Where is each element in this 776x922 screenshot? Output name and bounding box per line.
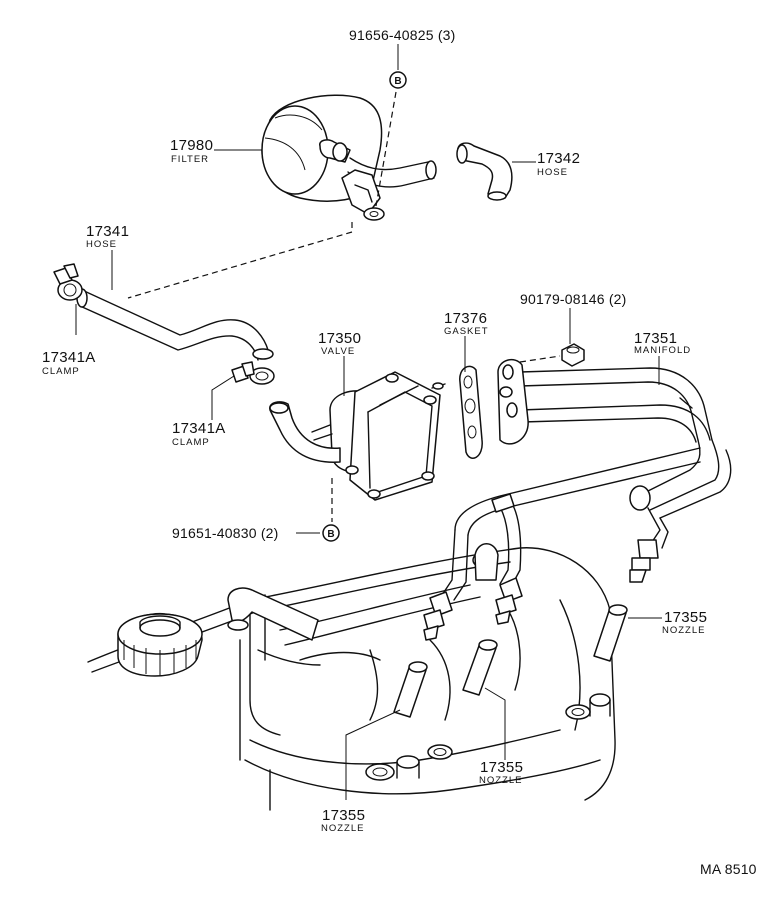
label-gasket-number: 17376 (444, 310, 487, 327)
hose-17342 (456, 142, 513, 201)
label-filter-name: FILTER (171, 154, 209, 165)
label-hose1-number: 17341 (86, 223, 129, 240)
label-gasket-name: GASKET (444, 326, 489, 337)
label-bolt-bottom: 91651-40830 (2) (172, 525, 279, 541)
leader-lines (75, 44, 662, 800)
clamp-right (231, 361, 275, 385)
label-manifold-number: 17351 (634, 330, 677, 347)
marker-b-top: B (394, 76, 401, 87)
label-bolt-top: 91656-40825 (3) (349, 27, 456, 43)
manifold (423, 358, 732, 641)
nut (519, 343, 585, 367)
nozzle-mid (462, 639, 498, 696)
diagram-id: MA 8510 (700, 861, 757, 877)
bolt-marker-top: B (389, 71, 407, 89)
marker-b-bottom: B (327, 529, 334, 540)
label-nozzle-right-number: 17355 (664, 609, 707, 626)
label-valve-number: 17350 (318, 330, 361, 347)
label-filter-number: 17980 (170, 137, 213, 154)
hose-dashed-link (127, 222, 353, 299)
label-nozzle-mid-number: 17355 (480, 759, 523, 776)
label-clamp2-name: CLAMP (172, 437, 210, 448)
clamp-left (53, 263, 83, 301)
hose-17341 (76, 288, 274, 361)
label-clamp1-name: CLAMP (42, 366, 80, 377)
bolt-marker-bottom: B (322, 524, 340, 542)
nozzle-left (393, 661, 428, 718)
label-nozzle-left-number: 17355 (322, 807, 365, 824)
label-clamp2-number: 17341A (172, 420, 226, 437)
label-valve-name: VALVE (321, 346, 355, 357)
gasket (459, 365, 483, 459)
label-nut: 90179-08146 (2) (520, 291, 627, 307)
label-hose1-name: HOSE (86, 239, 117, 250)
filter (261, 94, 437, 221)
label-nozzle-right-name: NOZZLE (662, 625, 705, 636)
nozzle-right (593, 604, 628, 662)
label-manifold-name: MANIFOLD (634, 345, 691, 356)
label-hose2-name: HOSE (537, 167, 568, 178)
label-hose2-number: 17342 (537, 150, 580, 167)
label-clamp1-number: 17341A (42, 349, 96, 366)
label-nozzle-mid-name: NOZZLE (479, 775, 522, 786)
cylinder-head (87, 543, 616, 811)
valve (269, 371, 446, 501)
label-nozzle-left-name: NOZZLE (321, 823, 364, 834)
